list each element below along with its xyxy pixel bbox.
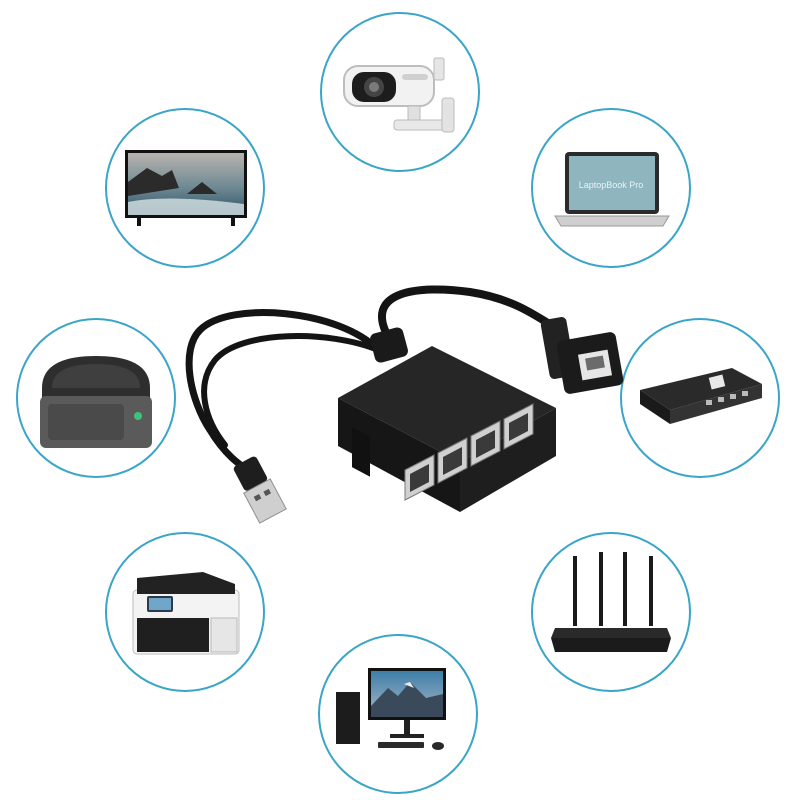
rj45-port-2-icon: [437, 437, 468, 484]
device-circle-multifunction-printer: [105, 532, 265, 692]
tv-icon: [125, 150, 247, 226]
device-circle-laptop: LaptopBook Pro: [531, 108, 691, 268]
laptop-screen-text: LaptopBook Pro: [578, 180, 644, 190]
device-circle-security-camera: [320, 12, 480, 172]
rj45-port-3-icon: [470, 420, 501, 467]
rj45-female-jack-icon: [540, 316, 624, 394]
cctv-camera-icon: [343, 57, 455, 133]
mini-pc-icon: [640, 368, 762, 424]
device-circle-label-printer: [16, 318, 176, 478]
device-circle-wifi-router: [531, 532, 691, 692]
usb-cable: [185, 309, 382, 474]
rj45-port-row: [404, 403, 534, 501]
cable-strain-relief: [370, 327, 408, 363]
device-circle-mini-pc: [620, 318, 780, 478]
office-printer-icon: [132, 572, 240, 655]
laptop-icon: [554, 152, 670, 227]
router-icon: [551, 552, 671, 652]
device-circle-television: [105, 108, 265, 268]
device-circle-desktop-computer: [318, 634, 478, 794]
rj45-input-cable: [378, 285, 564, 344]
desktop-computer-icon: [336, 668, 446, 750]
rj45-port-4-icon: [503, 403, 534, 450]
rj45-port-1-icon: [404, 454, 435, 501]
usb-a-plug-icon: [233, 456, 287, 524]
label-printer-icon: [40, 356, 152, 448]
